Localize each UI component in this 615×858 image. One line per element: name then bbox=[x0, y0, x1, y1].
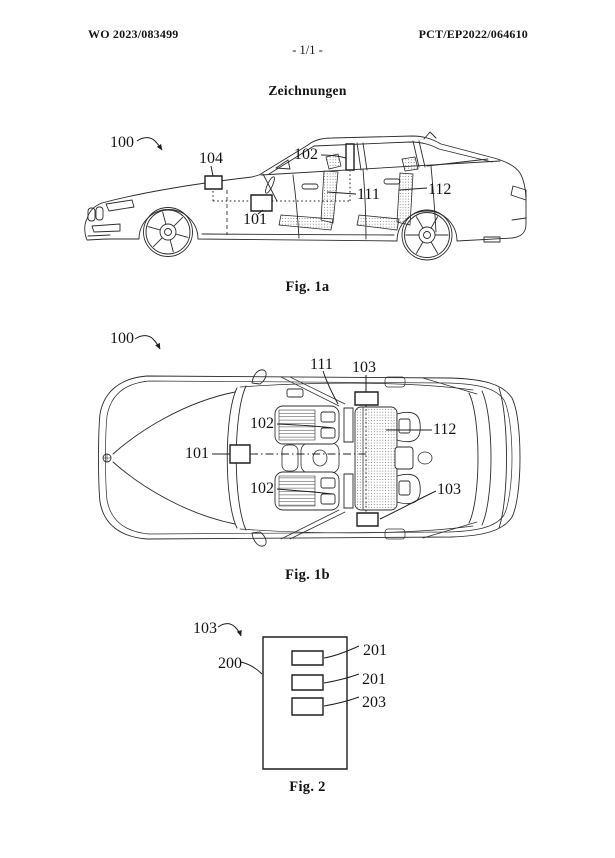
fig2-label-201-top: 201 bbox=[363, 642, 387, 659]
publication-number: WO 2023/083499 bbox=[88, 27, 179, 41]
fig1a-annotations bbox=[137, 138, 427, 235]
seat-front-side bbox=[279, 154, 341, 230]
fig2-caption: Fig. 2 bbox=[289, 779, 326, 795]
ref-box-104 bbox=[205, 176, 222, 189]
fig1b-annotations bbox=[135, 336, 436, 526]
arrow-103 bbox=[218, 624, 242, 637]
seat-front-left-top bbox=[275, 406, 339, 444]
fig1b-label-112: 112 bbox=[433, 421, 457, 438]
ref-box-101 bbox=[230, 445, 250, 463]
fig2-label-200: 200 bbox=[218, 655, 242, 672]
fig1b-label-101: 101 bbox=[185, 445, 209, 462]
fig1b-drawing bbox=[85, 330, 545, 565]
fig1a-label-101: 101 bbox=[243, 211, 267, 228]
car-top-view bbox=[99, 370, 521, 546]
ref-box-101 bbox=[251, 195, 272, 211]
leader-lines bbox=[135, 336, 436, 519]
fig2-label-203: 203 bbox=[362, 694, 386, 711]
fig1b-label-111: 111 bbox=[310, 356, 333, 373]
wheel-front bbox=[144, 208, 193, 257]
fig2-drawing bbox=[150, 615, 470, 805]
ref-box-102 bbox=[346, 144, 354, 170]
fig2-label-103: 103 bbox=[193, 620, 217, 637]
fig1b-caption: Fig. 1b bbox=[285, 567, 330, 583]
fig1a-label-104: 104 bbox=[199, 150, 223, 167]
fig1b-label-103-rear: 103 bbox=[437, 481, 461, 498]
fig1b-label-102-top: 102 bbox=[250, 415, 274, 432]
leader-lines bbox=[218, 624, 359, 706]
ref-box-103-roof bbox=[355, 392, 378, 405]
leader-lines bbox=[137, 138, 427, 214]
monitoring-zone-dotted-line bbox=[213, 171, 350, 201]
pillar-strip-top bbox=[344, 408, 353, 442]
block-201-mid bbox=[292, 675, 323, 690]
rear-bench bbox=[355, 407, 420, 510]
application-number: PCT/EP2022/064610 bbox=[418, 27, 528, 41]
fig1a-label-112: 112 bbox=[428, 181, 452, 198]
block-203 bbox=[292, 698, 323, 715]
wheel-rear bbox=[402, 210, 452, 260]
page-indicator: - 1/1 - bbox=[292, 43, 323, 57]
fig2-label-201-mid: 201 bbox=[362, 671, 386, 688]
fig1a-label-111: 111 bbox=[357, 186, 380, 203]
fig1a-drawing bbox=[80, 128, 540, 278]
ref-box-103-rear bbox=[357, 513, 378, 526]
arrow-100 bbox=[137, 138, 162, 151]
fig1b-label-100: 100 bbox=[110, 330, 134, 347]
arrow-100 bbox=[135, 336, 160, 350]
fig1a-label-100: 100 bbox=[110, 134, 134, 151]
fig1b-label-102-bottom: 102 bbox=[250, 480, 274, 497]
car-side-view bbox=[85, 132, 526, 242]
section-title: Zeichnungen bbox=[268, 83, 347, 98]
fig1a-label-102: 102 bbox=[294, 146, 318, 163]
block-201-top bbox=[292, 651, 323, 665]
block-diagram bbox=[218, 624, 359, 769]
fig1b-label-103-roof: 103 bbox=[352, 359, 376, 376]
seat-rear-side bbox=[357, 157, 418, 230]
pillar-strip-bottom bbox=[344, 474, 353, 508]
fig1a-caption: Fig. 1a bbox=[285, 279, 330, 295]
